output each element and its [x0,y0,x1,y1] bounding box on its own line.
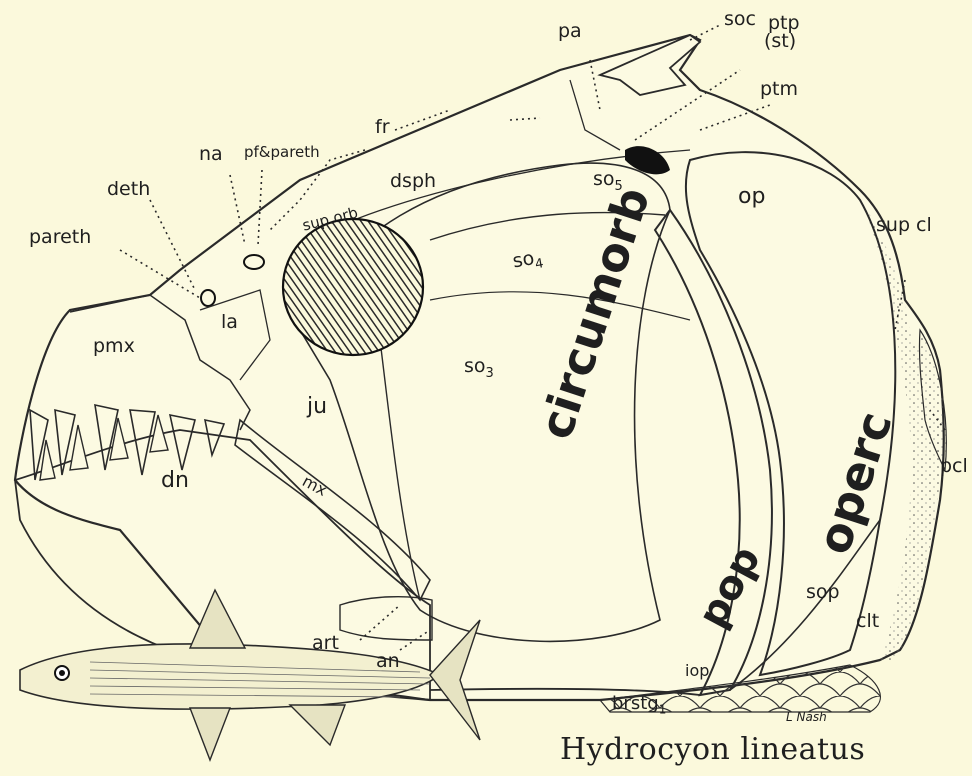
nostril-posterior [244,255,264,269]
orbit [283,219,423,355]
label-brstg: brstg1 [612,695,666,716]
label-op: op [738,186,765,208]
label-art: art [312,634,339,653]
fish-anal-fin [290,705,345,745]
label-dn: dn [161,470,189,492]
label-na: na [199,145,223,164]
label-fr: fr [375,118,390,137]
label-pcl: pcl [940,457,968,476]
label-st: (st) [764,32,796,51]
label-la: la [221,313,238,332]
label-pf-pareth: pf&pareth [244,145,320,160]
label-iop: iop [685,663,709,679]
label-so3: so3 [464,357,494,380]
label-sop: sop [806,583,840,602]
nostril-anterior [201,290,215,306]
label-so4: so4 [511,248,544,276]
label-soc: soc [724,10,756,29]
label-ptm: ptm [760,80,798,99]
figure-caption: Hydrocyon lineatus [560,735,865,765]
fish-pelvic-fin [190,708,230,760]
label-clt: clt [856,612,879,631]
label-pareth: pareth [29,228,91,247]
label-dsph: dsph [390,172,436,191]
label-an: an [376,652,400,671]
label-sup-cl: sup cl [876,216,932,235]
artist-signature: L Nash [786,711,827,723]
label-pa: pa [558,22,582,41]
label-pmx: pmx [93,337,135,356]
label-ju: ju [307,396,327,418]
label-deth: deth [107,180,150,199]
